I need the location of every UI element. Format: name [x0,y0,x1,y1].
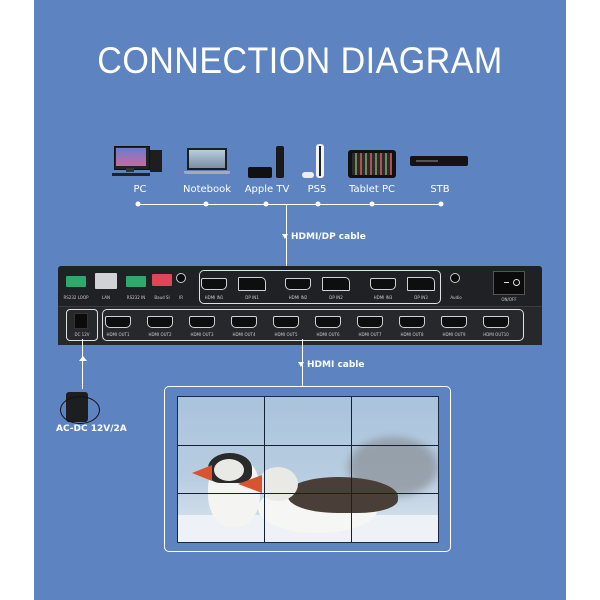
input-cable-line [286,204,287,276]
rs232-loop-label: RS232 LOOP [63,295,89,300]
lan-label: LAN [101,295,111,300]
output-port-label: HDMI OUT4 [232,332,256,337]
wall-divider-vertical [264,397,265,542]
outputs-group-outline [102,309,524,341]
output-port-label: HDMI OUT5 [274,332,298,337]
dp-input-port[interactable] [322,277,350,291]
ir-label: IR [179,295,183,300]
game-console-icon [302,144,332,180]
laptop-icon [184,148,230,176]
wall-divider-horizontal [178,493,438,494]
adapter-cable [60,396,100,424]
ir-jack[interactable] [176,273,186,283]
inputs-group-outline [199,270,441,304]
output-cable-text: HDMI cable [307,360,365,370]
video-wall-frame [164,386,451,552]
bus-node [203,201,209,207]
puffin-image [178,397,438,542]
rs232-in-terminal[interactable] [126,276,146,287]
tablet-icon [348,150,396,178]
input-port-label: HDMI IN3 [373,295,393,300]
bus-node [438,201,444,207]
hdmi-output-port[interactable] [315,316,341,328]
hdmi-output-port[interactable] [105,316,131,328]
set-top-box-icon [410,156,470,170]
output-port-label: HDMI OUT2 [148,332,172,337]
arrow-up-icon [79,356,87,361]
source-label-pc: PC [133,184,147,195]
dp-input-port[interactable] [407,277,435,291]
output-port-label: HDMI OUT9 [442,332,466,337]
rs232-in-label: RS232 IN [126,295,146,300]
input-cable-text: HDMI/DP cable [291,232,366,242]
input-port-label: DP IN2 [329,295,343,300]
power-switch[interactable] [493,271,525,295]
apple-tv-icon [248,146,290,180]
hdmi-output-port[interactable] [357,316,383,328]
dp-input-port[interactable] [238,277,266,291]
lan-port[interactable] [95,273,117,289]
bus-node [369,201,375,207]
source-label-stb: STB [430,184,450,195]
output-port-label: HDMI OUT6 [316,332,340,337]
wall-divider-horizontal [178,445,438,446]
output-cable-label: HDMI cable [298,360,364,370]
source-label-ps5: PS5 [307,184,327,195]
video-wall-screen [177,396,439,543]
hdmi-output-port[interactable] [483,316,509,328]
baud-dip-switch[interactable] [152,274,172,286]
audio-jack[interactable] [450,273,460,283]
hdmi-output-port[interactable] [399,316,425,328]
hdmi-input-port[interactable] [201,278,227,290]
rs232-loop-terminal[interactable] [66,276,86,287]
source-label-notebook: Notebook [182,184,232,195]
input-port-label: DP IN3 [414,295,428,300]
input-port-label: HDMI IN1 [204,295,224,300]
input-port-label: DP IN1 [245,295,259,300]
baud-label: Baud SI [154,295,170,300]
dc-jack[interactable] [74,313,88,329]
power-cable-line [82,339,83,389]
bus-node [263,201,269,207]
output-port-label: HDMI OUT10 [483,332,509,337]
hdmi-input-port[interactable] [285,278,311,290]
input-port-label: HDMI IN2 [288,295,308,300]
page-title: CONNECTION DIAGRAM [97,40,503,81]
hdmi-input-port[interactable] [370,278,396,290]
output-port-label: HDMI OUT8 [400,332,424,337]
bus-node [135,201,141,207]
bus-node [315,201,321,207]
input-cable-label: HDMI/DP cable [282,232,366,242]
wall-divider-vertical [351,397,352,542]
output-port-label: HDMI OUT3 [190,332,214,337]
power-switch-label: ON/OFF [501,297,517,302]
adapter-label: AC-DC 12V/2A [56,424,127,434]
output-port-label: HDMI OUT7 [358,332,382,337]
audio-label: Audio [450,295,462,300]
hdmi-output-port[interactable] [231,316,257,328]
source-label-apple-tv: Apple TV [244,184,290,195]
hdmi-output-port[interactable] [189,316,215,328]
dc-label: DC 12V [74,332,90,337]
hdmi-output-port[interactable] [147,316,173,328]
hdmi-output-port[interactable] [441,316,467,328]
output-port-label: HDMI OUT1 [106,332,130,337]
desktop-pc-icon [112,146,164,178]
source-label-tablet-pc: Tablet PC [349,184,395,195]
hdmi-output-port[interactable] [273,316,299,328]
device-rear-bottom [58,306,542,345]
source-bus-line [138,204,442,205]
